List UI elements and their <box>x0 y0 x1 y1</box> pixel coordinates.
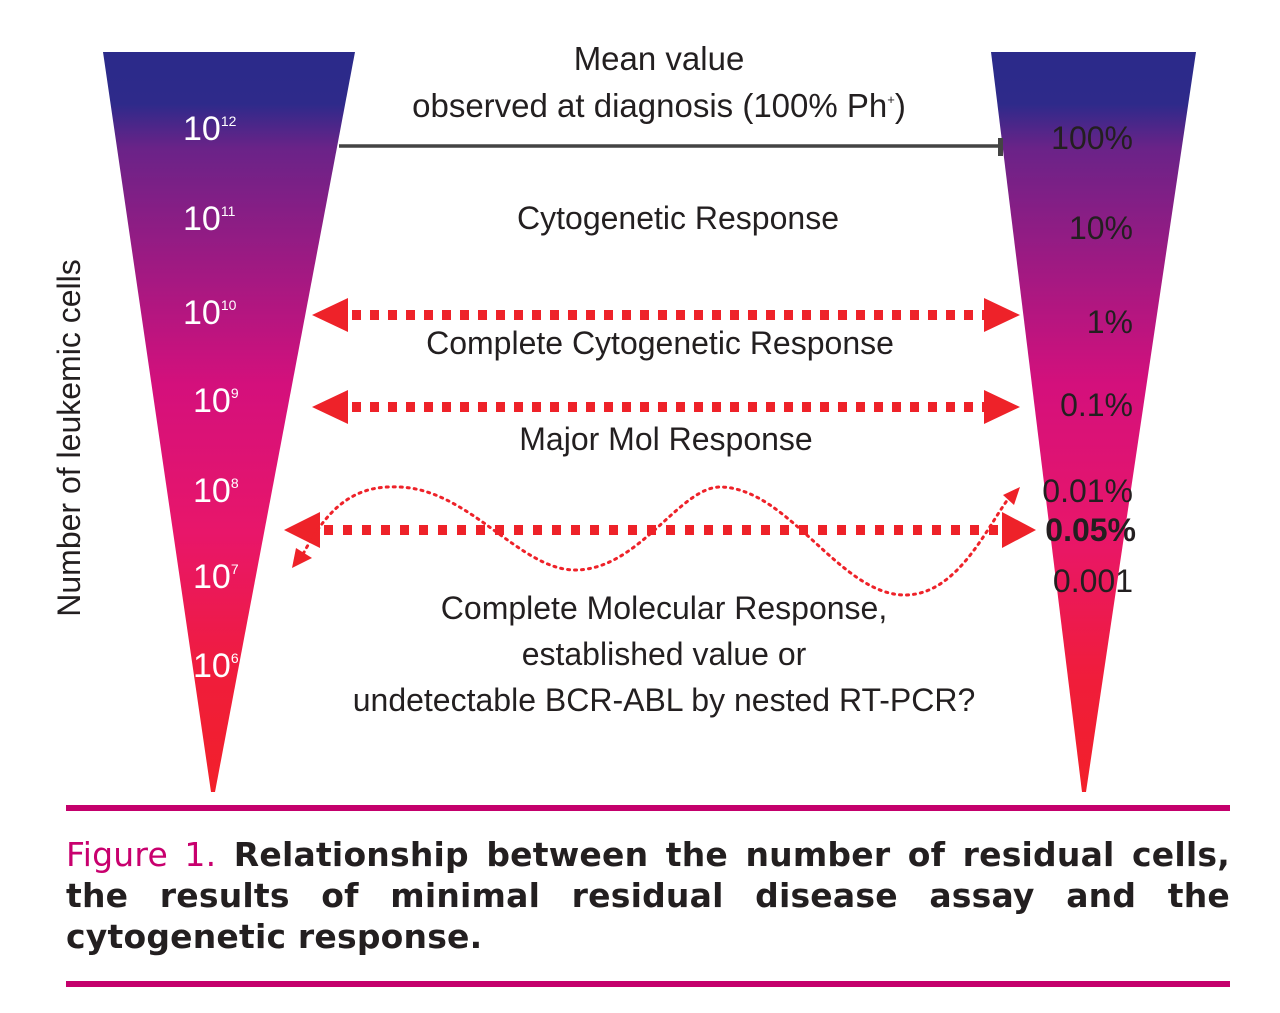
complete-cytogenetic-arrow <box>312 298 1020 332</box>
wave-dotted-arrow <box>292 485 1020 597</box>
complete-cytogenetic-label: Complete Cytogenetic Response <box>426 325 894 361</box>
bottom-rule <box>66 981 1230 987</box>
cytogenetic-response-label: Cytogenetic Response <box>517 200 839 236</box>
right-label-0-01: 0.01% <box>1042 473 1133 509</box>
title-line2: observed at diagnosis (100% Ph+) <box>412 87 906 124</box>
figure-caption: Figure 1. Relationship between the numbe… <box>66 834 1230 957</box>
title-line1: Mean value <box>574 40 745 77</box>
right-cone-labels: 100% 10% 1% 0.1% 0.01% 0.05% 0.001 <box>1042 120 1136 599</box>
right-label-100: 100% <box>1051 120 1133 156</box>
complete-molecular-line2: established value or <box>522 636 807 672</box>
right-label-0-001: 0.001 <box>1053 563 1133 599</box>
left-cone <box>103 52 355 792</box>
complete-molecular-arrow <box>284 512 1036 548</box>
right-label-10: 10% <box>1069 210 1133 246</box>
right-label-1: 1% <box>1087 304 1133 340</box>
right-label-0-05: 0.05% <box>1045 512 1136 548</box>
right-cone <box>991 52 1196 792</box>
left-label-12: 1012 <box>183 110 237 148</box>
diagram: 1012 1011 1010 109 108 107 106 100% 10% … <box>51 40 1196 792</box>
major-mol-label: Major Mol Response <box>519 421 812 457</box>
y-axis-label: Number of leukemic cells <box>51 259 87 616</box>
diagnosis-arrow <box>339 138 1003 156</box>
caption-text: Relationship between the number of resid… <box>66 835 1230 956</box>
top-rule <box>66 805 1230 811</box>
right-label-0-1: 0.1% <box>1060 387 1133 423</box>
major-mol-arrow <box>312 390 1020 424</box>
left-label-6: 106 <box>193 647 239 685</box>
left-label-9: 109 <box>193 382 239 420</box>
left-label-11: 1011 <box>183 200 236 238</box>
figure-label: Figure 1. <box>66 835 217 874</box>
left-label-10: 1010 <box>183 294 237 332</box>
complete-molecular-line3: undetectable BCR-ABL by nested RT-PCR? <box>353 682 976 718</box>
left-cone-labels: 1012 1011 1010 109 108 107 106 <box>183 110 239 685</box>
title: Mean value observed at diagnosis (100% P… <box>412 40 906 124</box>
left-label-7: 107 <box>193 558 239 596</box>
left-label-8: 108 <box>193 472 239 510</box>
complete-molecular-line1: Complete Molecular Response, <box>441 590 887 626</box>
